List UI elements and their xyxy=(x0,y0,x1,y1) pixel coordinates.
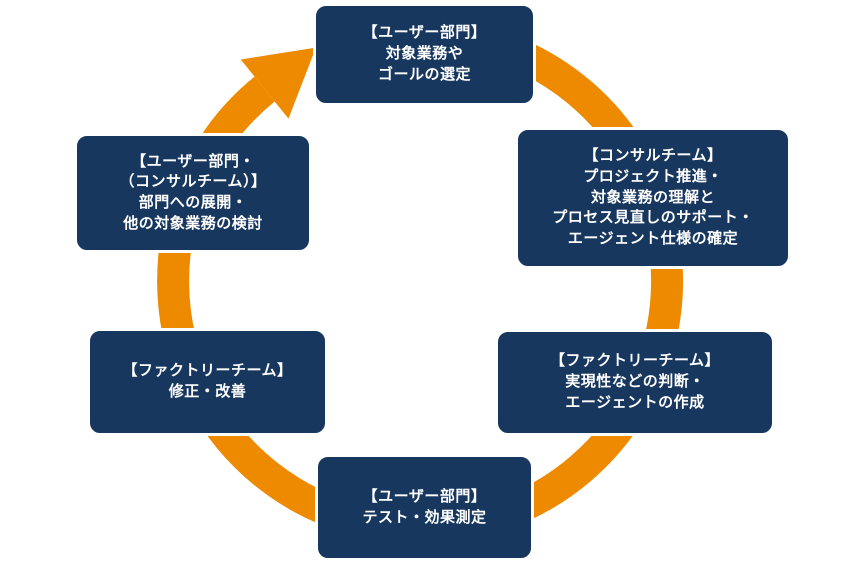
node-factory-team-create: 【ファクトリーチーム】 実現性などの判断・ エージェントの作成 xyxy=(495,329,775,436)
node-text-line: 【ファクトリーチーム】 xyxy=(549,352,721,370)
node-text-line: 【ユーザー部門】 xyxy=(362,24,487,42)
node-text-line: 対象業務の理解と xyxy=(590,188,715,206)
node-text-line: ゴールの選定 xyxy=(377,65,471,83)
node-text-line: 部門への展開・ xyxy=(138,194,248,211)
node-text-line: プロセス見直しのサポート・ xyxy=(552,209,754,227)
node-text-line: エージェントの作成 xyxy=(565,393,705,411)
node-factory-team-fix: 【ファクトリーチーム】 修正・改善 xyxy=(87,328,328,436)
node-text-line: （コンサルチーム）】 xyxy=(119,173,267,191)
node-text-line: プロジェクト推進・ xyxy=(583,167,723,185)
node-text-line: 【ユーザー部門】 xyxy=(362,487,487,505)
node-user-dept-expansion: 【ユーザー部門・ （コンサルチーム）】 部門への展開・ 他の対象業務の検討 xyxy=(74,133,312,253)
node-text-line: 実現性などの判断・ xyxy=(565,373,705,391)
node-text-line: 【コンサルチーム】 xyxy=(583,147,723,165)
node-text-line: 【ファクトリーチーム】 xyxy=(122,362,293,380)
node-text-line: 【ユーザー部門・ xyxy=(131,152,255,170)
node-text-line: 他の対象業務の検討 xyxy=(123,214,263,232)
cycle-arrow-head-icon xyxy=(240,47,316,119)
node-user-dept-test: 【ユーザー部門】 テスト・効果測定 xyxy=(315,454,534,561)
node-user-dept-goal-selection: 【ユーザー部門】 対象業務や ゴールの選定 xyxy=(313,3,536,106)
node-consult-team: 【コンサルチーム】 プロジェクト推進・ 対象業務の理解と プロセス見直しのサポー… xyxy=(515,127,791,269)
node-text-line: 修正・改善 xyxy=(168,383,247,400)
node-text-line: 対象業務や xyxy=(385,45,464,63)
node-text-line: エージェント仕様の確定 xyxy=(567,230,739,248)
node-text-line: テスト・効果測定 xyxy=(362,508,487,526)
